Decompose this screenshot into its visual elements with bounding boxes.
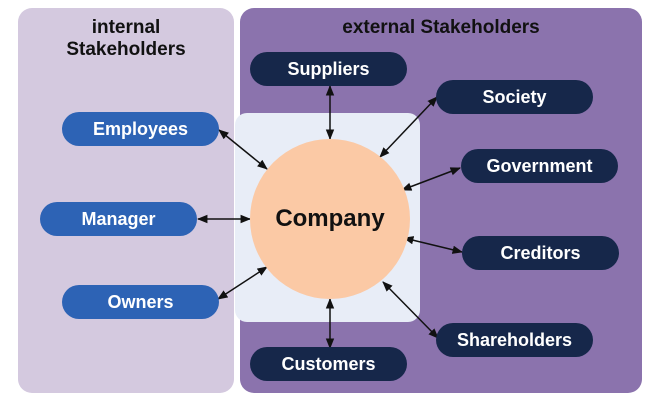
- stakeholder-creditors: Creditors: [462, 236, 619, 270]
- arrow-society: [379, 96, 438, 158]
- stakeholder-owners: Owners: [62, 285, 219, 319]
- external-panel-title: external Stakeholders: [342, 17, 540, 38]
- internal-title-line-2: Stakeholders: [66, 39, 186, 60]
- stakeholder-employees: Employees: [62, 112, 219, 146]
- arrow-creditors: [402, 236, 464, 254]
- stakeholder-manager: Manager: [40, 202, 197, 236]
- arrow-shareholders: [382, 281, 439, 339]
- arrow-owners: [217, 266, 268, 300]
- arrow-government: [401, 167, 461, 191]
- company-circle: Company: [250, 139, 410, 299]
- stakeholder-society: Society: [436, 80, 593, 114]
- stakeholder-shareholders: Shareholders: [436, 323, 593, 357]
- arrow-employees: [218, 129, 268, 170]
- internal-stakeholders-panel: [18, 8, 234, 393]
- internal-panel-title: internal Stakeholders: [18, 17, 234, 61]
- stakeholder-suppliers: Suppliers: [250, 52, 407, 86]
- stakeholder-government: Government: [461, 149, 618, 183]
- stakeholder-customers: Customers: [250, 347, 407, 381]
- internal-title-line-1: internal: [91, 17, 161, 38]
